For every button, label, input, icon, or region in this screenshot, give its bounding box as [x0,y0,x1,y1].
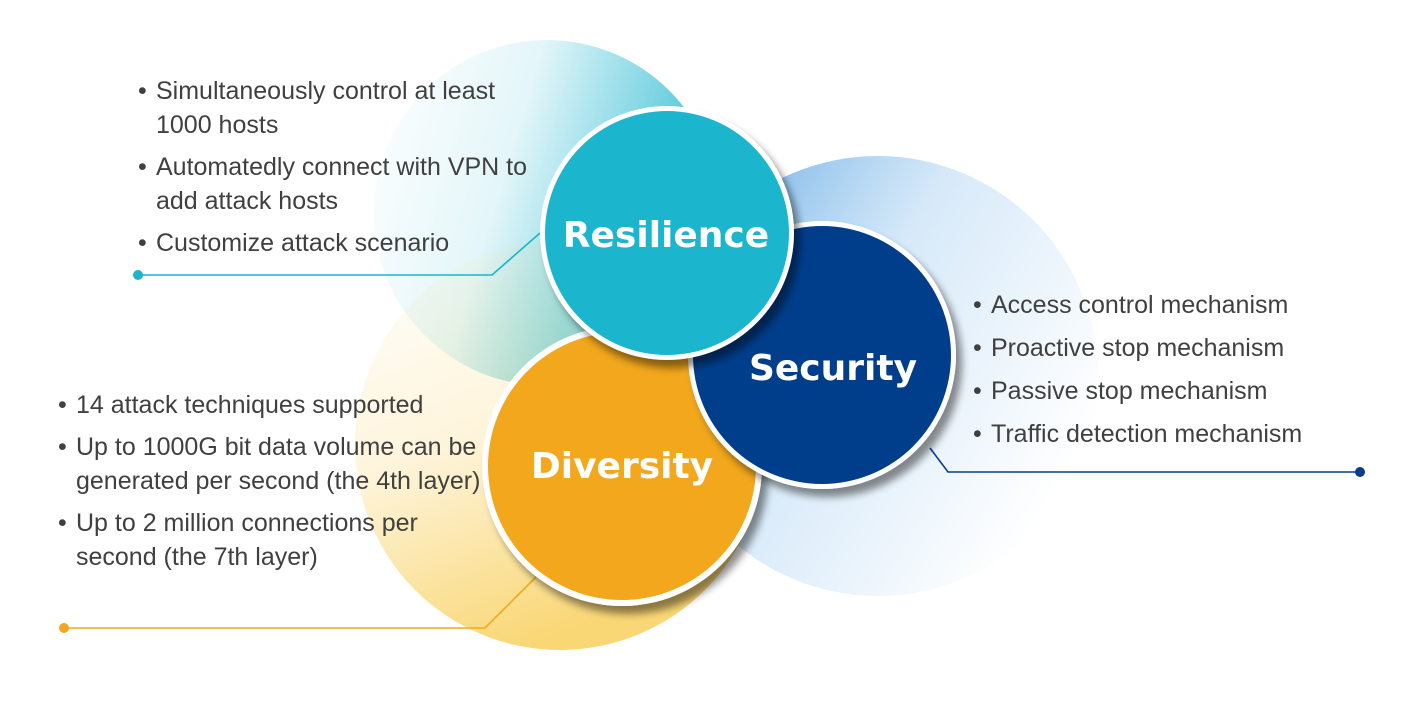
diversity-label: Diversity [531,446,713,487]
resilience-point: Automatedly connect with VPN to add atta… [138,150,538,218]
diversity-circle [488,332,756,600]
resilience-point: Simultaneously control at least 1000 hos… [138,74,538,142]
security-point: Access control mechanism [973,288,1393,322]
resilience-point: Customize attack scenario [138,226,538,260]
resilience-label: Resilience [563,215,769,256]
diversity-point: Up to 1000G bit data volume can be gener… [58,430,498,498]
security-point: Traffic detection mechanism [973,417,1393,451]
diversity-connector-dot [59,623,69,633]
security-point: Proactive stop mechanism [973,331,1393,365]
security-point: Passive stop mechanism [973,374,1393,408]
security-label: Security [749,348,917,389]
resilience-circle [545,111,789,355]
diversity-point: 14 attack techniques supported [58,388,498,422]
diversity-point: Up to 2 million connections per second (… [58,506,498,574]
security-connector-dot [1355,467,1365,477]
resilience-points: Simultaneously control at least 1000 hos… [138,74,538,268]
diversity-connector [64,574,539,629]
security-connector [929,447,1360,473]
resilience-connector-dot [133,270,143,280]
security-points: Access control mechanism Proactive stop … [973,288,1393,460]
diversity-points: 14 attack techniques supported Up to 100… [58,388,498,582]
